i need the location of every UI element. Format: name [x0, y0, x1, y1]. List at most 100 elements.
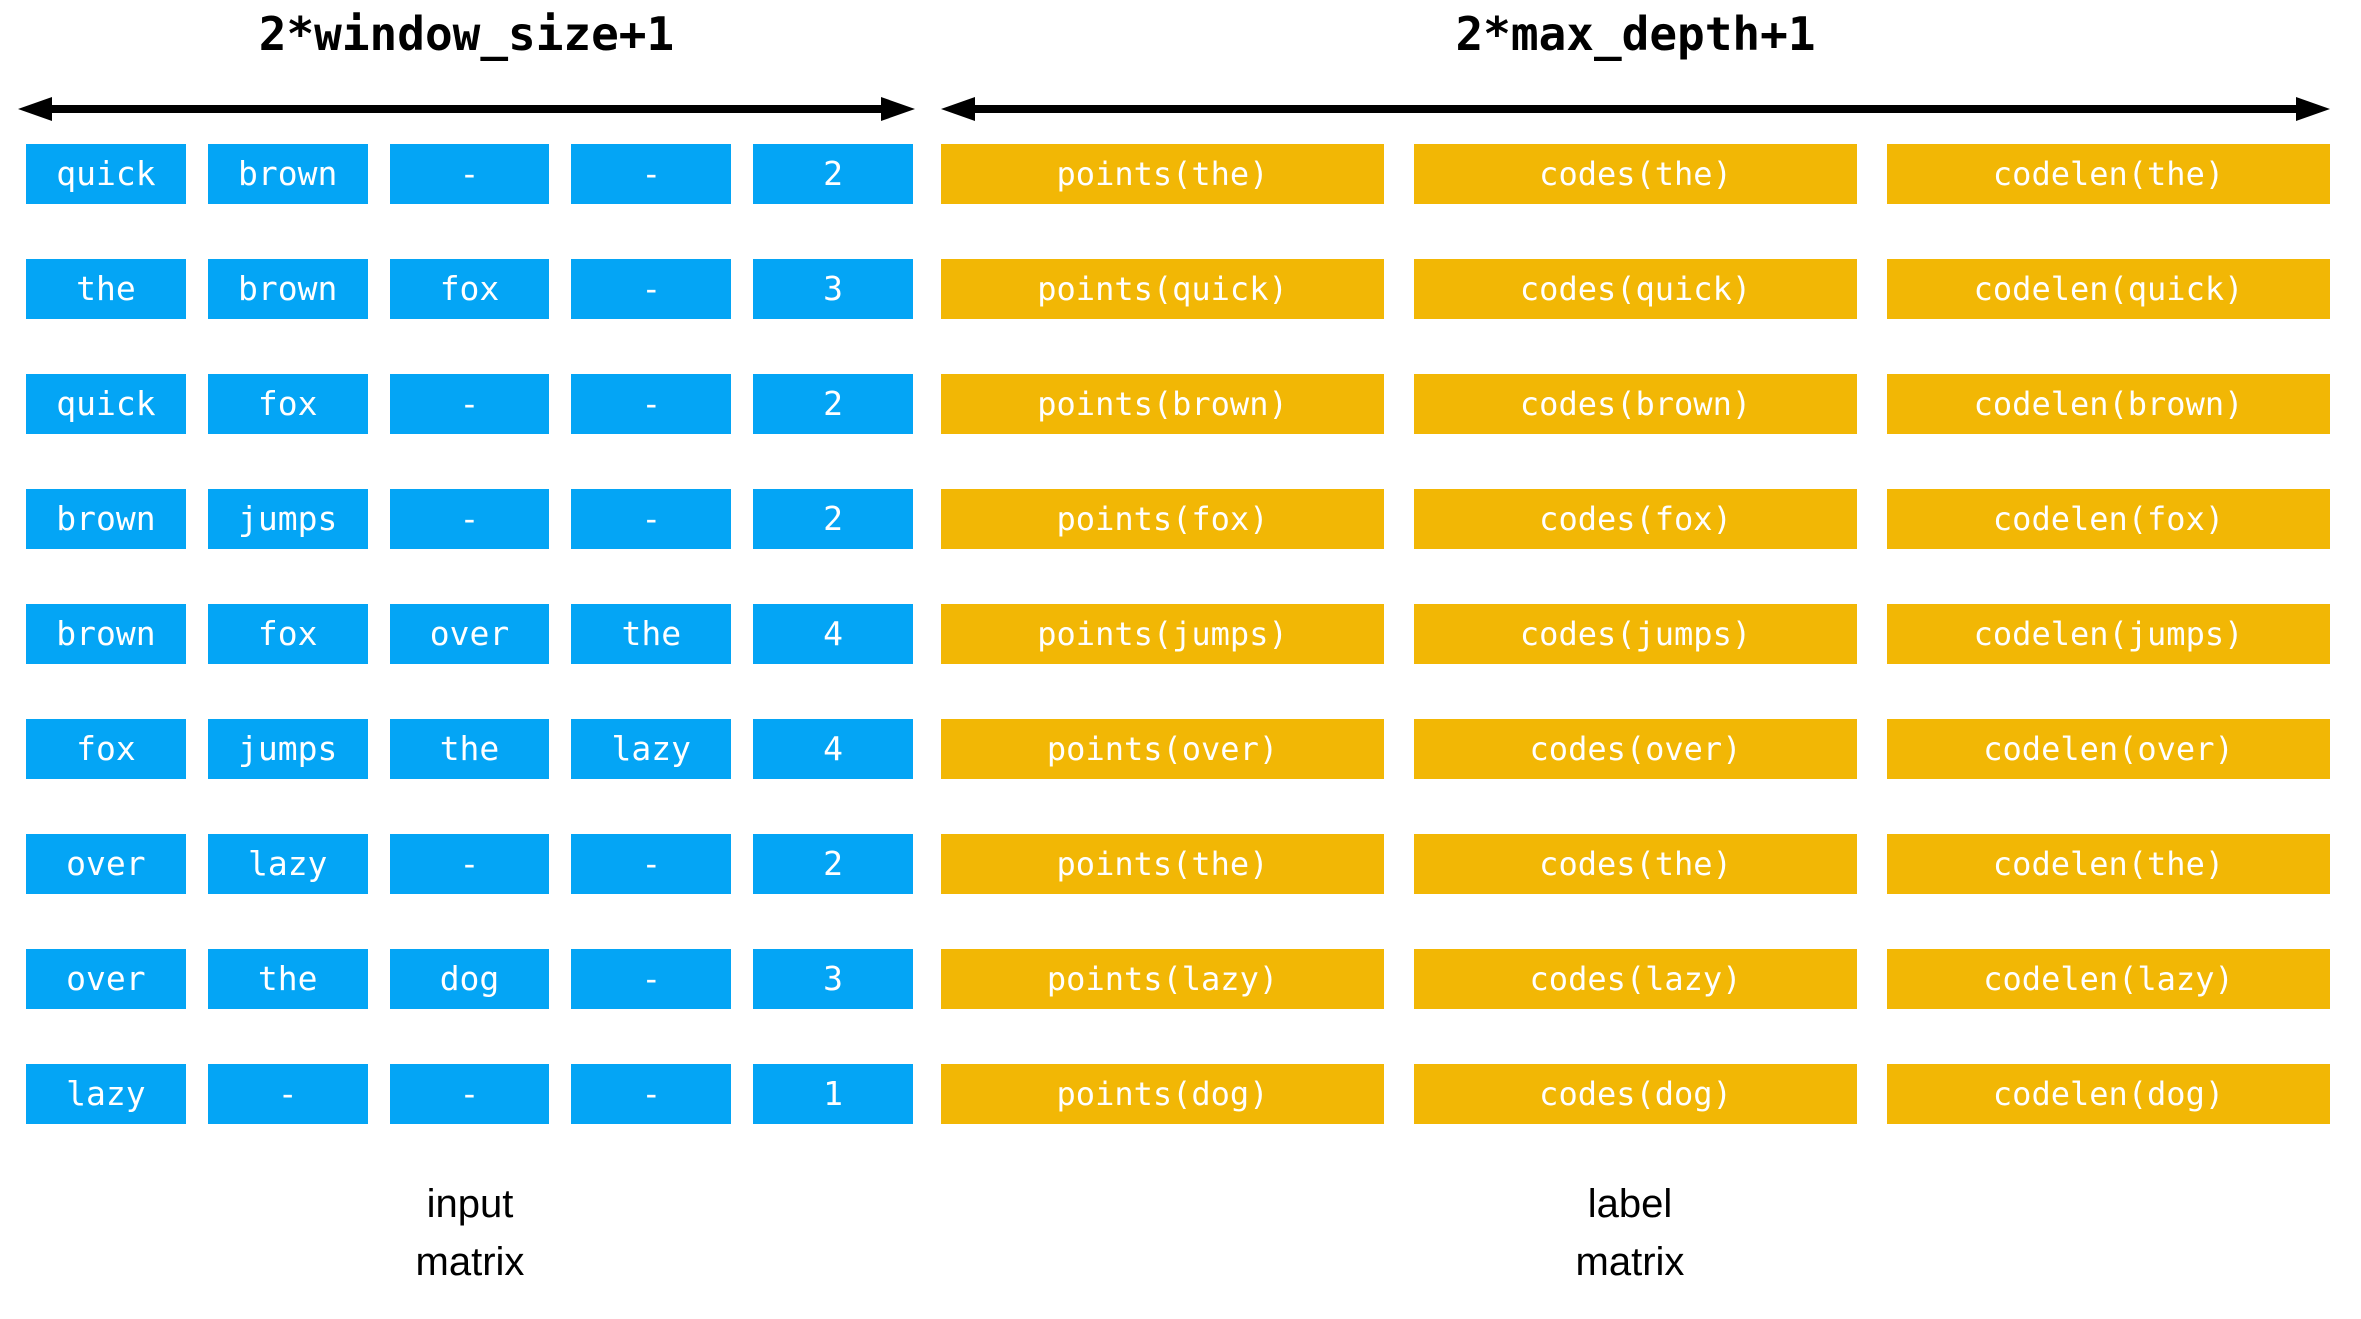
input-matrix-cell: over	[26, 949, 186, 1009]
width-arrow-input-matrix	[18, 97, 915, 121]
label-matrix-row: points(the) codes(the) codelen(the)	[941, 144, 2330, 204]
input-matrix-cell: -	[571, 489, 732, 549]
input-matrix-cell: fox	[389, 259, 550, 319]
label-matrix-row: points(quick) codes(quick) codelen(quick)	[941, 259, 2330, 319]
input-matrix-cell: over	[26, 834, 186, 894]
label-matrix-row: points(dog) codes(dog) codelen(dog)	[941, 1064, 2330, 1124]
input-matrix-cell: -	[389, 1064, 550, 1124]
label-matrix-cell: codelen(brown)	[1887, 374, 2330, 434]
input-matrix-cell: 1	[753, 1064, 913, 1124]
label-matrix: points(the)codes(the)codelen(the)points(…	[941, 144, 2330, 1124]
dimension-label-max-depth: 2*max_depth+1	[1455, 7, 1816, 61]
label-matrix-cell: codes(dog)	[1414, 1064, 1857, 1124]
label-matrix-cell: codelen(dog)	[1887, 1064, 2330, 1124]
label-matrix-cell: codelen(the)	[1887, 144, 2330, 204]
label-matrix-cell: codelen(lazy)	[1887, 949, 2330, 1009]
input-matrix-cell: lazy	[207, 834, 368, 894]
input-matrix-cell: lazy	[26, 1064, 186, 1124]
label-matrix-row: points(brown) codes(brown) codelen(brown)	[941, 374, 2330, 434]
caption-label-line2: matrix	[1575, 1240, 1685, 1284]
label-matrix-cell: codes(over)	[1414, 719, 1857, 779]
input-matrix-cell: -	[571, 834, 732, 894]
input-matrix-cell: 2	[753, 834, 913, 894]
input-matrix-cell: -	[389, 144, 550, 204]
input-matrix-cell: -	[571, 949, 732, 1009]
input-matrix-cell: quick	[26, 144, 186, 204]
label-matrix-cell: points(dog)	[941, 1064, 1384, 1124]
input-matrix-cell: dog	[389, 949, 550, 1009]
input-matrix-cell: 2	[753, 374, 913, 434]
caption-label-line1: label	[1587, 1182, 1673, 1226]
input-matrix-cell: 3	[753, 259, 913, 319]
input-matrix-cell: 2	[753, 144, 913, 204]
input-matrix-cell: brown	[26, 489, 186, 549]
caption-label-matrix: label matrix	[1430, 1175, 1830, 1291]
input-matrix-cell: -	[571, 259, 732, 319]
label-matrix-row: points(the)codes(the)codelen(the)	[941, 834, 2330, 894]
input-matrix-cell: -	[389, 374, 550, 434]
input-matrix-cell: jumps	[207, 489, 368, 549]
input-matrix-cell: the	[26, 259, 186, 319]
label-matrix-cell: codes(quick)	[1414, 259, 1857, 319]
input-matrix-row: lazy---1	[26, 1064, 913, 1124]
caption-input-line1: input	[426, 1182, 514, 1226]
input-matrix-cell: -	[389, 834, 550, 894]
label-matrix-row: points(over)codes(over)codelen(over)	[941, 719, 2330, 779]
input-matrix-cell: 2	[753, 489, 913, 549]
double-arrow-icon	[18, 97, 915, 121]
label-matrix-cell: points(the)	[941, 144, 1384, 204]
label-matrix-cell: codelen(over)	[1887, 719, 2330, 779]
label-matrix-row: points(fox)codes(fox)codelen(fox)	[941, 489, 2330, 549]
label-matrix-cell: codes(the)	[1414, 834, 1857, 894]
dimension-label-window-size: 2*window_size+1	[258, 7, 675, 61]
label-matrix-cell: codes(jumps)	[1414, 604, 1857, 664]
input-matrix-cell: lazy	[571, 719, 732, 779]
label-matrix-row: points(lazy) codes(lazy) codelen(lazy)	[941, 949, 2330, 1009]
label-matrix-cell: points(quick)	[941, 259, 1384, 319]
double-arrow-icon	[941, 97, 2330, 121]
label-matrix-cell: points(fox)	[941, 489, 1384, 549]
input-matrix-cell: brown	[207, 144, 368, 204]
label-matrix-cell: codes(brown)	[1414, 374, 1857, 434]
input-matrix-cell: quick	[26, 374, 186, 434]
input-matrix-cell: 3	[753, 949, 913, 1009]
input-matrix-cell: -	[571, 144, 732, 204]
label-matrix-cell: codes(the)	[1414, 144, 1857, 204]
label-matrix-cell: points(lazy)	[941, 949, 1384, 1009]
caption-input-matrix: input matrix	[270, 1175, 670, 1291]
label-matrix-cell: codelen(jumps)	[1887, 604, 2330, 664]
input-matrix-cell: jumps	[207, 719, 368, 779]
input-matrix-cell: fox	[207, 374, 368, 434]
label-matrix-cell: codes(fox)	[1414, 489, 1857, 549]
input-matrix-cell: fox	[207, 604, 368, 664]
label-matrix-cell: codelen(quick)	[1887, 259, 2330, 319]
input-matrix-cell: 4	[753, 604, 913, 664]
input-matrix-cell: -	[389, 489, 550, 549]
input-matrix-cell: over	[389, 604, 550, 664]
input-matrix-cell: brown	[26, 604, 186, 664]
label-matrix-cell: codes(lazy)	[1414, 949, 1857, 1009]
label-matrix-cell: points(brown)	[941, 374, 1384, 434]
input-matrix-cell: 4	[753, 719, 913, 779]
input-matrix-cell: brown	[207, 259, 368, 319]
input-matrix-cell: the	[571, 604, 732, 664]
width-arrow-label-matrix	[941, 97, 2330, 121]
caption-input-line2: matrix	[415, 1240, 525, 1284]
input-matrix-cell: the	[207, 949, 368, 1009]
input-matrix-cell: the	[389, 719, 550, 779]
input-matrix-cell: -	[207, 1064, 368, 1124]
input-matrix-cell: -	[571, 1064, 732, 1124]
input-matrix-cell: -	[571, 374, 732, 434]
label-matrix-cell: points(the)	[941, 834, 1384, 894]
input-matrix-cell: fox	[26, 719, 186, 779]
label-matrix-row: points(jumps)codes(jumps)codelen(jumps)	[941, 604, 2330, 664]
